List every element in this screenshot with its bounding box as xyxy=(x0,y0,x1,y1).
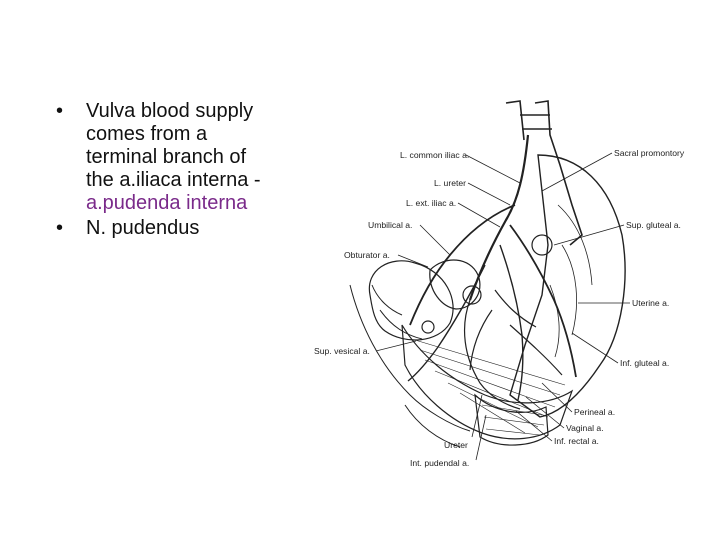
highlight-term: a.pudenda interna xyxy=(86,192,248,214)
bullet-text-line: Vulva blood supply xyxy=(86,100,254,122)
label-ureter: Ureter xyxy=(444,440,468,450)
label-inf-gluteal-a: Inf. gluteal a. xyxy=(620,358,669,368)
figure-labels: L. common iliac a. L. ureter L. ext. ili… xyxy=(314,148,685,468)
bullet-list: • Vulva blood supply comes from a termin… xyxy=(56,100,306,242)
anatomy-drawing xyxy=(349,100,626,448)
label-inf-rectal-a: Inf. rectal a. xyxy=(554,436,599,446)
label-uterine-a: Uterine a. xyxy=(632,298,669,308)
label-sup-gluteal-a: Sup. gluteal a. xyxy=(626,220,681,230)
label-sup-vesical-a: Sup. vesical a. xyxy=(314,346,370,356)
bullet-item-nerve: • N. pudendus xyxy=(56,217,306,240)
label-vaginal-a: Vaginal a. xyxy=(566,423,604,433)
bullet-text-line: comes from a xyxy=(86,123,208,145)
label-perineal-a: Perineal a. xyxy=(574,407,615,417)
label-obturator-a: Obturator a. xyxy=(344,250,390,260)
label-l-ureter: L. ureter xyxy=(434,178,466,188)
leader-lines xyxy=(375,152,630,461)
pelvic-anatomy-figure: L. common iliac a. L. ureter L. ext. ili… xyxy=(314,100,685,468)
bullet-item-blood-supply: • Vulva blood supply comes from a termin… xyxy=(56,100,306,215)
label-l-ext-iliac-a: L. ext. iliac a. xyxy=(406,198,456,208)
label-umbilical-a: Umbilical a. xyxy=(368,220,412,230)
label-int-pudendal-a: Int. pudendal a. xyxy=(410,458,469,468)
label-l-common-iliac-a: L. common iliac a. xyxy=(400,150,469,160)
bullet-text-line: terminal branch of xyxy=(86,146,247,168)
label-sacral-promontory: Sacral promontory xyxy=(614,148,685,158)
bullet-text-line: the a.iliaca interna - xyxy=(86,169,261,191)
bullet-dot-icon: • xyxy=(56,100,64,122)
bullet-text-line: N. pudendus xyxy=(86,217,200,239)
bullet-dot-icon: • xyxy=(56,217,64,239)
